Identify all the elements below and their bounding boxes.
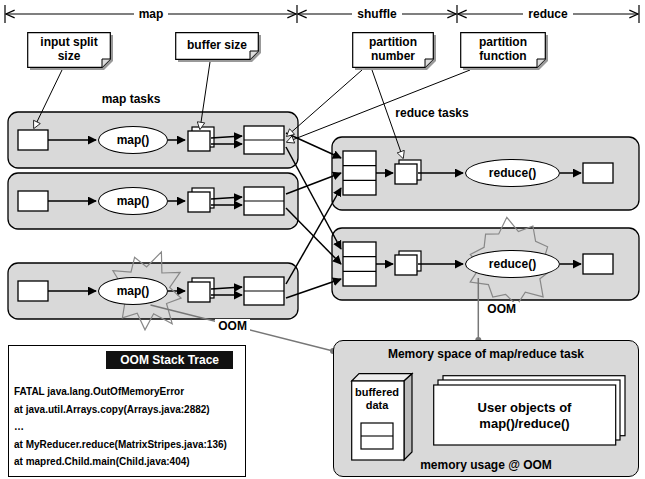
shape [352, 381, 404, 460]
callout-note: partition number [352, 32, 434, 68]
memory-panel: Memory space of map/reduce taskmemory us… [333, 340, 639, 477]
node-text: at MyReducer.reduce(MatrixStripes.java:1… [14, 439, 227, 451]
node-text: at java.util.Arrays.copy(Arrays.java:288… [14, 404, 210, 416]
shape [434, 385, 616, 445]
node-text: map() [117, 133, 150, 147]
buffered-data-box: buffered data [351, 373, 413, 461]
note-outline [28, 33, 111, 68]
note-outline [353, 33, 434, 68]
note-fold [425, 59, 433, 67]
oom-connector [475, 278, 481, 343]
node-text: map() [117, 194, 150, 208]
shape [361, 423, 393, 449]
phase-label: map [134, 7, 169, 21]
note-fold [250, 51, 258, 59]
note-outline [461, 33, 546, 68]
task-function: reduce() [465, 159, 560, 187]
buffer-row [361, 435, 393, 436]
node-text: partition number [360, 35, 426, 63]
callout-note: buffer size [175, 32, 259, 60]
node-text: input split size [35, 35, 103, 63]
node-text: at mapred.Child.main(Child.java:404) [14, 456, 190, 468]
node-text: FATAL java.lang.OutOfMemoryError [14, 386, 184, 398]
node-text: partition function [468, 35, 538, 63]
callout-note: input split size [27, 32, 111, 68]
node-text: reduce() [489, 166, 536, 180]
node-text: map() [117, 284, 150, 298]
node-text: OOM Stack Trace [106, 351, 233, 369]
node-text: … [14, 421, 24, 433]
phase-label: shuffle [352, 7, 401, 21]
shape [352, 374, 412, 381]
note-outline [176, 33, 259, 60]
phase-label: reduce [523, 7, 572, 21]
oom-line [478, 278, 480, 340]
node-text: reduce() [489, 257, 536, 271]
note-fold [537, 59, 545, 67]
node-text: buffer size [183, 38, 251, 52]
task-function: map() [98, 277, 168, 305]
node-text: buffered data [351, 386, 403, 412]
note-fold [102, 59, 110, 67]
shape [404, 374, 412, 460]
callout-note: partition function [460, 32, 546, 68]
stack-trace-box: OOM Stack TraceFATAL java.lang.OutOfMemo… [8, 345, 246, 477]
user-objects-box: User objects of map()/reduce() [433, 375, 626, 447]
group-label: reduce tasks [395, 106, 468, 120]
node-text: User objects of map()/reduce() [453, 400, 596, 432]
task-function: reduce() [465, 250, 560, 278]
edge-label: OOM [215, 319, 250, 333]
task-function: map() [98, 187, 168, 215]
group-label: map tasks [102, 92, 161, 106]
node-text: Memory space of map/reduce task [334, 347, 638, 361]
edge-label: OOM [484, 302, 519, 316]
task-function: map() [98, 126, 168, 154]
